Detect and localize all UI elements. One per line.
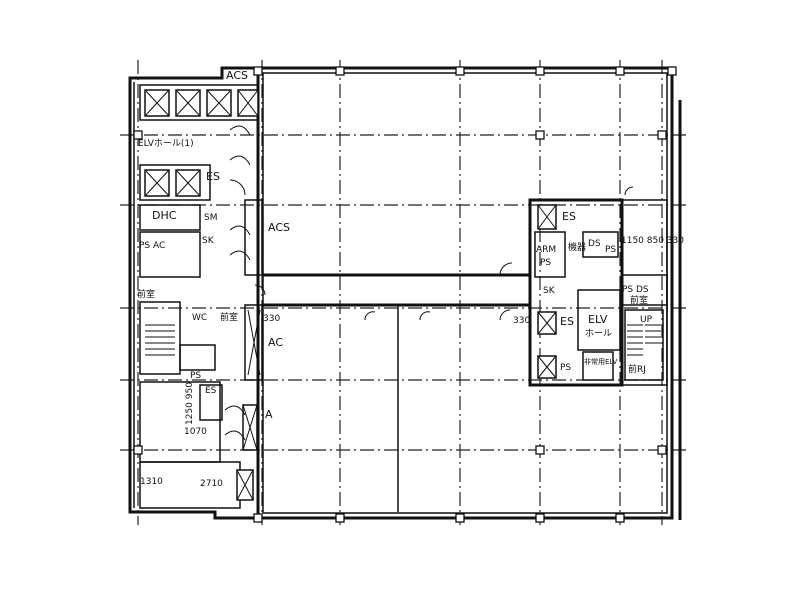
label-sm: SM: [204, 213, 217, 223]
label-elv-hall-right: ホール: [585, 328, 612, 339]
label-dim-1250-950: 1250 950: [185, 382, 195, 425]
label-dim-1070: 1070: [184, 427, 207, 437]
corridor: [262, 273, 530, 512]
left-core: [139, 84, 266, 509]
label-anteroom-right: 前室: [630, 294, 648, 306]
columns: [133, 66, 677, 523]
label-elv-hall-1: ELVホール(1): [138, 138, 194, 149]
label-acs-left: ACS: [268, 221, 290, 234]
label-dhc: DHC: [152, 209, 177, 222]
label-machine: 機器: [568, 241, 586, 253]
label-ps-right-1: PS: [540, 258, 551, 268]
right-core: [364, 186, 668, 387]
label-anteroom-left-2: 前室: [220, 311, 238, 323]
label-ps-left: PS: [190, 371, 201, 381]
label-ps-ac: PS AC: [139, 241, 165, 251]
label-es-right-top: ES: [562, 210, 576, 223]
room-labels: ACS ELVホール(1) ES DHC SM ACS PS AC SK 前室 …: [137, 69, 684, 489]
label-ps-right-bottom: PS: [560, 363, 571, 373]
label-ps-right-2: PS: [605, 245, 616, 255]
label-dim-330-left: 330: [263, 314, 280, 324]
label-a-left: A: [265, 408, 273, 421]
label-sk-right: SK: [543, 286, 556, 296]
label-elv-right: ELV: [588, 313, 608, 326]
grid-lines: [120, 60, 690, 525]
outer-walls: [128, 66, 682, 520]
label-emergency-elv: 非常用ELV: [584, 357, 618, 366]
label-ds-right: DS: [588, 239, 601, 249]
label-ac-left: AC: [268, 336, 283, 349]
label-dim-2710: 2710: [200, 479, 223, 489]
label-dim-1310: 1310: [140, 477, 163, 487]
label-arm: ARM: [536, 245, 556, 255]
label-wc: WC: [192, 313, 207, 323]
label-dims-right: 1150 850 330: [621, 236, 684, 246]
label-es-right-mid: ES: [560, 315, 574, 328]
label-sk-left: SK: [202, 236, 215, 246]
label-dim-330-right: 330: [513, 316, 530, 326]
label-ps-ds-right: PS DS: [622, 285, 649, 295]
label-anteroom-right-2: 前RJ: [628, 363, 646, 375]
label-es-left-bottom: ES: [205, 386, 217, 396]
label-acs-top: ACS: [226, 69, 248, 82]
label-up: UP: [640, 315, 653, 325]
label-anteroom-left-1: 前室: [137, 288, 155, 300]
label-es-left-top: ES: [206, 170, 220, 183]
